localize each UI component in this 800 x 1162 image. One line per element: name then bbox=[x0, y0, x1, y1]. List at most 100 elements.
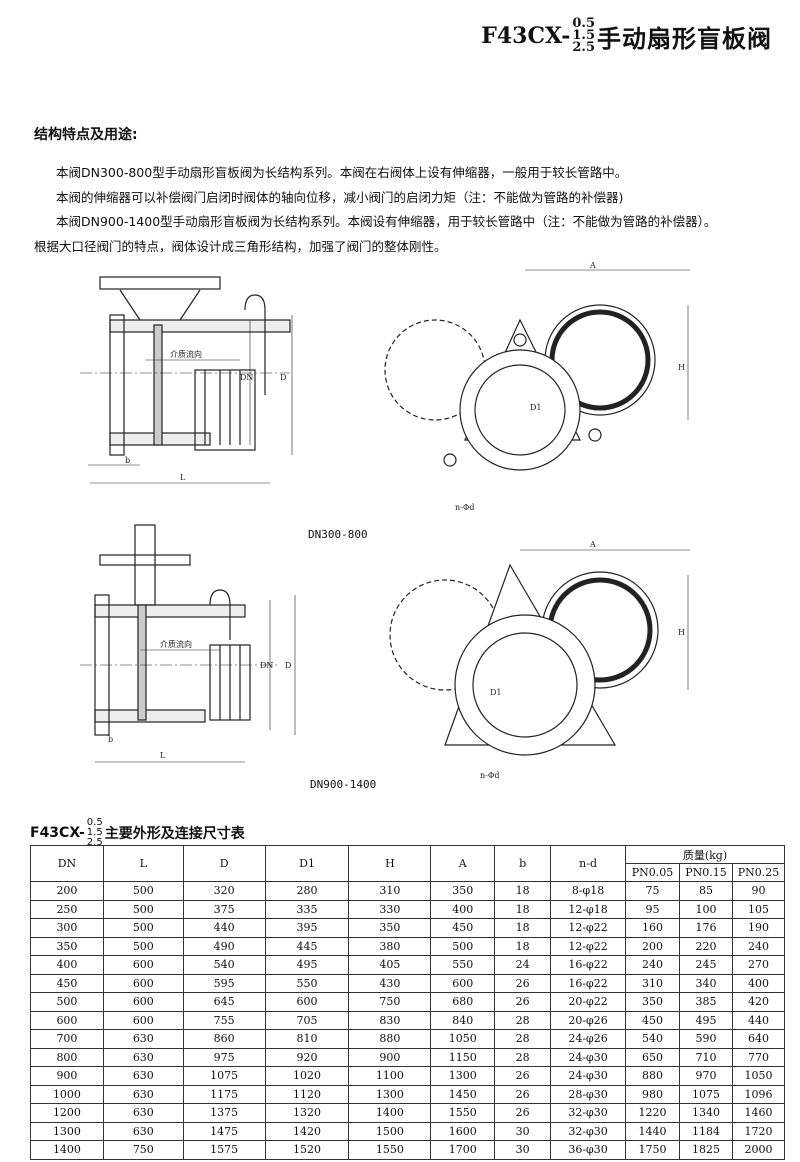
table-cell: 1720 bbox=[731, 1121, 786, 1141]
table-cell: 700 bbox=[30, 1029, 104, 1049]
table-cell: 1300 bbox=[348, 1084, 432, 1104]
table-cell: 8-φ18 bbox=[550, 881, 626, 901]
table-cell: 32-φ30 bbox=[550, 1121, 626, 1141]
table-cell: 440 bbox=[182, 918, 266, 938]
table-cell: 1340 bbox=[678, 1103, 733, 1123]
table-cell: 980 bbox=[625, 1084, 680, 1104]
table-cell: 1175 bbox=[182, 1084, 266, 1104]
table-cell: 26 bbox=[494, 1066, 552, 1086]
header-d1: D1 bbox=[264, 845, 350, 882]
table-cell: 860 bbox=[182, 1029, 266, 1049]
table-cell: 18 bbox=[494, 899, 552, 919]
table-cell: 1300 bbox=[30, 1121, 104, 1141]
header-nd: n-d bbox=[550, 845, 626, 882]
table-cell: 840 bbox=[430, 1010, 496, 1030]
table-cell: 270 bbox=[731, 955, 786, 975]
table-cell: 28-φ30 bbox=[550, 1084, 626, 1104]
table-cell: 600 bbox=[264, 992, 350, 1012]
table-cell: 405 bbox=[348, 955, 432, 975]
table-cell: 240 bbox=[625, 955, 680, 975]
table-cell: 240 bbox=[731, 936, 786, 956]
table-cell: 920 bbox=[264, 1047, 350, 1067]
header-b: b bbox=[494, 845, 552, 882]
dim-b: b bbox=[125, 456, 130, 465]
table-cell: 645 bbox=[182, 992, 266, 1012]
table-cell: 1220 bbox=[625, 1103, 680, 1123]
table-cell: 750 bbox=[348, 992, 432, 1012]
header-a: A bbox=[430, 845, 496, 882]
table-cell: 1400 bbox=[30, 1140, 104, 1160]
table-cell: 16-φ22 bbox=[550, 955, 626, 975]
table-cell: 1150 bbox=[430, 1047, 496, 1067]
table-cell: 495 bbox=[264, 955, 350, 975]
table-cell: 900 bbox=[30, 1066, 104, 1086]
table-cell: 28 bbox=[494, 1029, 552, 1049]
pressure-2: 2.5 bbox=[572, 40, 595, 55]
table-cell: 26 bbox=[494, 973, 552, 993]
table-cell: 160 bbox=[625, 918, 680, 938]
table-cell: 705 bbox=[264, 1010, 350, 1030]
table-cell: 75 bbox=[625, 881, 680, 901]
dim-h: H bbox=[678, 363, 685, 372]
header-d: D bbox=[182, 845, 266, 882]
table-cell: 630 bbox=[102, 1029, 184, 1049]
table-cell: 500 bbox=[102, 936, 184, 956]
table-cell: 350 bbox=[430, 881, 496, 901]
table-cell: 16-φ22 bbox=[550, 973, 626, 993]
table-cell: 24 bbox=[494, 955, 552, 975]
table-cell: 1700 bbox=[430, 1140, 496, 1160]
table-cell: 550 bbox=[430, 955, 496, 975]
caption-dn900-1400: DN900-1400 bbox=[310, 778, 377, 791]
header-dn: DN bbox=[30, 845, 104, 882]
pressure-0: 0.5 bbox=[572, 16, 595, 31]
table-cell: 190 bbox=[731, 918, 786, 938]
table-cell: 1050 bbox=[731, 1066, 786, 1086]
table-cell: 600 bbox=[102, 992, 184, 1012]
table-cell: 975 bbox=[182, 1047, 266, 1067]
table-cell: 1550 bbox=[348, 1140, 432, 1160]
table-cell: 26 bbox=[494, 1103, 552, 1123]
table-cell: 1375 bbox=[182, 1103, 266, 1123]
table-cell: 1475 bbox=[182, 1121, 266, 1141]
table-cell: 630 bbox=[102, 1066, 184, 1086]
table-cell: 320 bbox=[182, 881, 266, 901]
table-cell: 350 bbox=[625, 992, 680, 1012]
pressure-1: 1.5 bbox=[572, 28, 595, 43]
table-cell: 1750 bbox=[625, 1140, 680, 1160]
table-cell: 26 bbox=[494, 992, 552, 1012]
paragraph: 本阀DN300-800型手动扇形盲板阀为长结构系列。本阀在右阀体上设有伸缩器，一… bbox=[56, 165, 628, 180]
table-cell: 680 bbox=[430, 992, 496, 1012]
table-cell: 36-φ30 bbox=[550, 1140, 626, 1160]
table-cell: 1550 bbox=[430, 1103, 496, 1123]
table-cell: 750 bbox=[102, 1140, 184, 1160]
table-cell: 28 bbox=[494, 1010, 552, 1030]
table-cell: 30 bbox=[494, 1140, 552, 1160]
table-cell: 330 bbox=[348, 899, 432, 919]
table-cell: 400 bbox=[30, 955, 104, 975]
table-cell: 1184 bbox=[678, 1121, 733, 1141]
table-cell: 500 bbox=[430, 936, 496, 956]
table-cell: 200 bbox=[625, 936, 680, 956]
table-cell: 650 bbox=[625, 1047, 680, 1067]
table-cell: 350 bbox=[30, 936, 104, 956]
dim-a: A bbox=[589, 261, 596, 270]
paragraph: 根据大口径阀门的特点，阀体设计成三角形结构，加强了阀门的整体刚性。 bbox=[34, 239, 447, 254]
table-cell: 20-φ26 bbox=[550, 1010, 626, 1030]
table-title-text: 主要外形及连接尺寸表 bbox=[104, 826, 245, 842]
table-cell: 250 bbox=[30, 899, 104, 919]
dim-nd: n-Φd bbox=[455, 503, 475, 512]
table-cell: 400 bbox=[731, 973, 786, 993]
valve-front-view-dn300-800: A H D1 n-Φd bbox=[384, 261, 690, 512]
valve-side-view-dn300-800: 介质流向 DN D b L bbox=[80, 276, 293, 484]
table-cell: 600 bbox=[102, 1010, 184, 1030]
table-cell: 1400 bbox=[348, 1103, 432, 1123]
table-cell: 2000 bbox=[731, 1140, 786, 1160]
dim-d: D bbox=[285, 661, 291, 670]
table-cell: 26 bbox=[494, 1084, 552, 1104]
table-cell: 1050 bbox=[430, 1029, 496, 1049]
table-cell: 400 bbox=[430, 899, 496, 919]
